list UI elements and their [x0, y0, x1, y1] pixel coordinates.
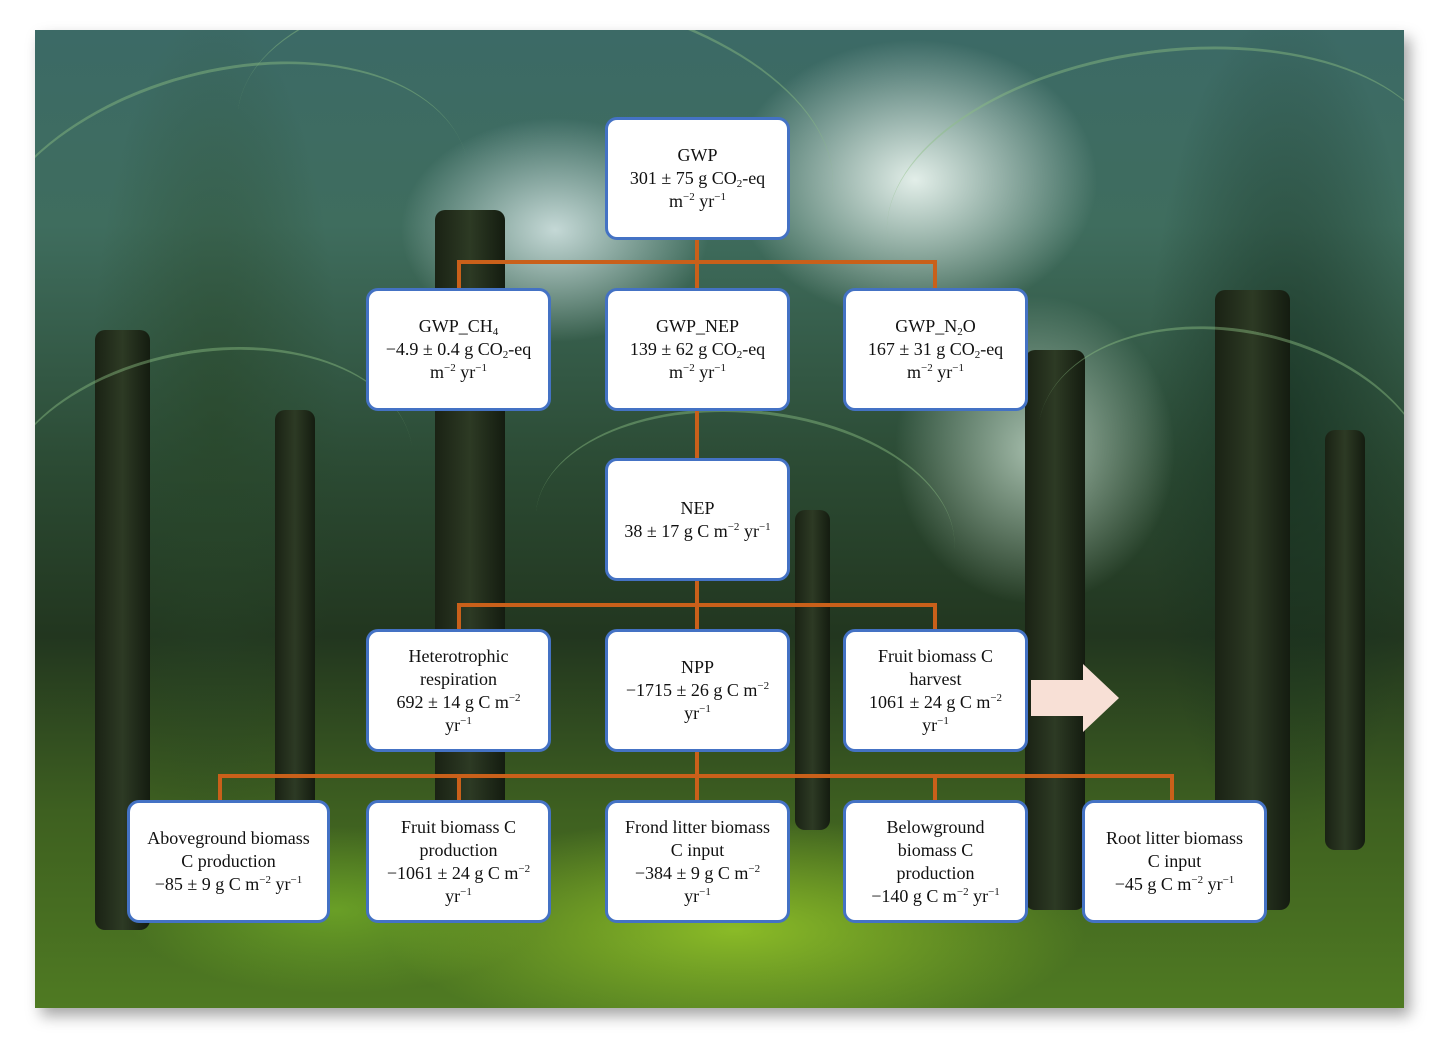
node-fruit-production-value: −1061 ± 24 g C m−2 [386, 862, 531, 883]
node-gwp-nep-unit: m−2 yr−1 [669, 362, 726, 382]
node-fruit-biomass-production: Fruit biomass C production −1061 ± 24 g … [366, 800, 551, 923]
palm-trunk [1325, 430, 1365, 850]
node-heterotrophic-value: 692 ± 14 g C m−2 [396, 691, 521, 712]
node-belowground-biomass: Belowground biomass C production −140 g … [843, 800, 1028, 923]
node-fruit-biomass-harvest: Fruit biomass C harvest 1061 ± 24 g C m−… [843, 629, 1028, 752]
node-belowground-line1: Belowground [886, 816, 985, 837]
node-gwp-n2o-value: 167 ± 31 g CO2-eq [867, 339, 1004, 361]
node-fruit-harvest-line2: harvest [909, 668, 962, 689]
connector-to-root-litter [1170, 774, 1174, 802]
node-npp-title: NPP [680, 657, 715, 677]
node-gwp-title: GWP [677, 145, 718, 165]
connector-to-gwp-ch4 [457, 260, 461, 290]
palm-trunk [275, 410, 315, 830]
node-frond-litter-line1: Frond litter biomass [625, 816, 770, 837]
node-belowground-line2: biomass C [897, 839, 974, 860]
node-heterotrophic-respiration: Heterotrophic respiration 692 ± 14 g C m… [366, 629, 551, 752]
connector-to-npp [695, 603, 699, 631]
harvest-export-arrow-icon [1031, 664, 1119, 732]
node-frond-litter: Frond litter biomass C input −384 ± 9 g … [605, 800, 790, 923]
node-heterotrophic-unit: yr−1 [445, 714, 472, 735]
node-gwp-nep-title: GWP_NEP [655, 316, 739, 336]
node-gwp: GWP 301 ± 75 g CO2-eq m−2 yr−1 [605, 117, 790, 240]
node-gwp-n2o-unit: m−2 yr−1 [907, 362, 964, 382]
node-gwp-ch4-value: −4.9 ± 0.4 g CO2-eq [385, 339, 532, 361]
node-aboveground-line2: C production [181, 851, 276, 871]
node-fruit-production-unit: yr−1 [445, 885, 472, 906]
node-belowground-line3: production [896, 862, 975, 883]
connector-to-gwp-n2o [933, 260, 937, 290]
node-fruit-harvest-unit: yr−1 [922, 714, 949, 735]
node-gwp-n2o-title: GWP_N2O [895, 316, 976, 338]
node-root-litter-value: −45 g C m−2 yr−1 [1114, 874, 1235, 894]
node-gwp-ch4-title: GWP_CH4 [418, 316, 499, 338]
node-npp: NPP −1715 ± 26 g C m−2 yr−1 [605, 629, 790, 752]
node-npp-value: −1715 ± 26 g C m−2 [625, 680, 770, 700]
connector-to-gwp-nep [695, 260, 699, 290]
node-aboveground-line1: Aboveground biomass [147, 828, 310, 848]
node-root-litter: Root litter biomass C input −45 g C m−2 … [1082, 800, 1267, 923]
node-nep-title: NEP [680, 497, 715, 518]
node-npp-unit: yr−1 [684, 703, 711, 723]
connector-npp-stem [695, 750, 699, 776]
node-nep-value: 38 ± 17 g C m−2 yr−1 [624, 520, 771, 541]
connector-gwp-nep-to-nep [695, 408, 699, 460]
node-heterotrophic-line2: respiration [420, 668, 497, 689]
node-fruit-production-line2: production [419, 839, 498, 860]
node-aboveground-value: −85 ± 9 g C m−2 yr−1 [154, 874, 303, 894]
node-frond-litter-value: −384 ± 9 g C m−2 [634, 862, 761, 883]
node-nep: NEP 38 ± 17 g C m−2 yr−1 [605, 458, 790, 581]
node-gwp-nep-value: 139 ± 62 g CO2-eq [629, 339, 766, 361]
connector-to-aboveground [218, 774, 222, 802]
node-gwp-ch4-unit: m−2 yr−1 [430, 362, 487, 382]
node-root-litter-line1: Root litter biomass [1106, 828, 1243, 848]
connector-to-heterotrophic [457, 603, 461, 631]
connector-to-belowground [933, 774, 937, 802]
node-frond-litter-unit: yr−1 [684, 885, 711, 906]
node-gwp-ch4: GWP_CH4 −4.9 ± 0.4 g CO2-eq m−2 yr−1 [366, 288, 551, 411]
node-root-litter-line2: C input [1147, 851, 1202, 871]
connector-nep-stem [695, 579, 699, 605]
node-gwp-unit: m−2 yr−1 [669, 191, 726, 211]
node-gwp-value: 301 ± 75 g CO2-eq [629, 168, 766, 190]
connector-to-frond-litter [695, 774, 699, 802]
node-gwp-n2o: GWP_N2O 167 ± 31 g CO2-eq m−2 yr−1 [843, 288, 1028, 411]
node-fruit-harvest-line1: Fruit biomass C [877, 645, 993, 666]
node-frond-litter-line2: C input [670, 839, 725, 860]
node-aboveground-biomass: Aboveground biomass C production −85 ± 9… [127, 800, 330, 923]
connector-to-fruit-production [457, 774, 461, 802]
connector-gwp-stem [695, 238, 699, 262]
node-fruit-harvest-value: 1061 ± 24 g C m−2 [868, 691, 1003, 712]
connector-to-fruit-harvest [933, 603, 937, 631]
node-heterotrophic-line1: Heterotrophic [408, 645, 509, 666]
node-fruit-production-line1: Fruit biomass C [400, 816, 516, 837]
node-belowground-value: −140 g C m−2 yr−1 [871, 885, 1000, 906]
node-gwp-nep: GWP_NEP 139 ± 62 g CO2-eq m−2 yr−1 [605, 288, 790, 411]
palm-trunk [1025, 350, 1085, 910]
